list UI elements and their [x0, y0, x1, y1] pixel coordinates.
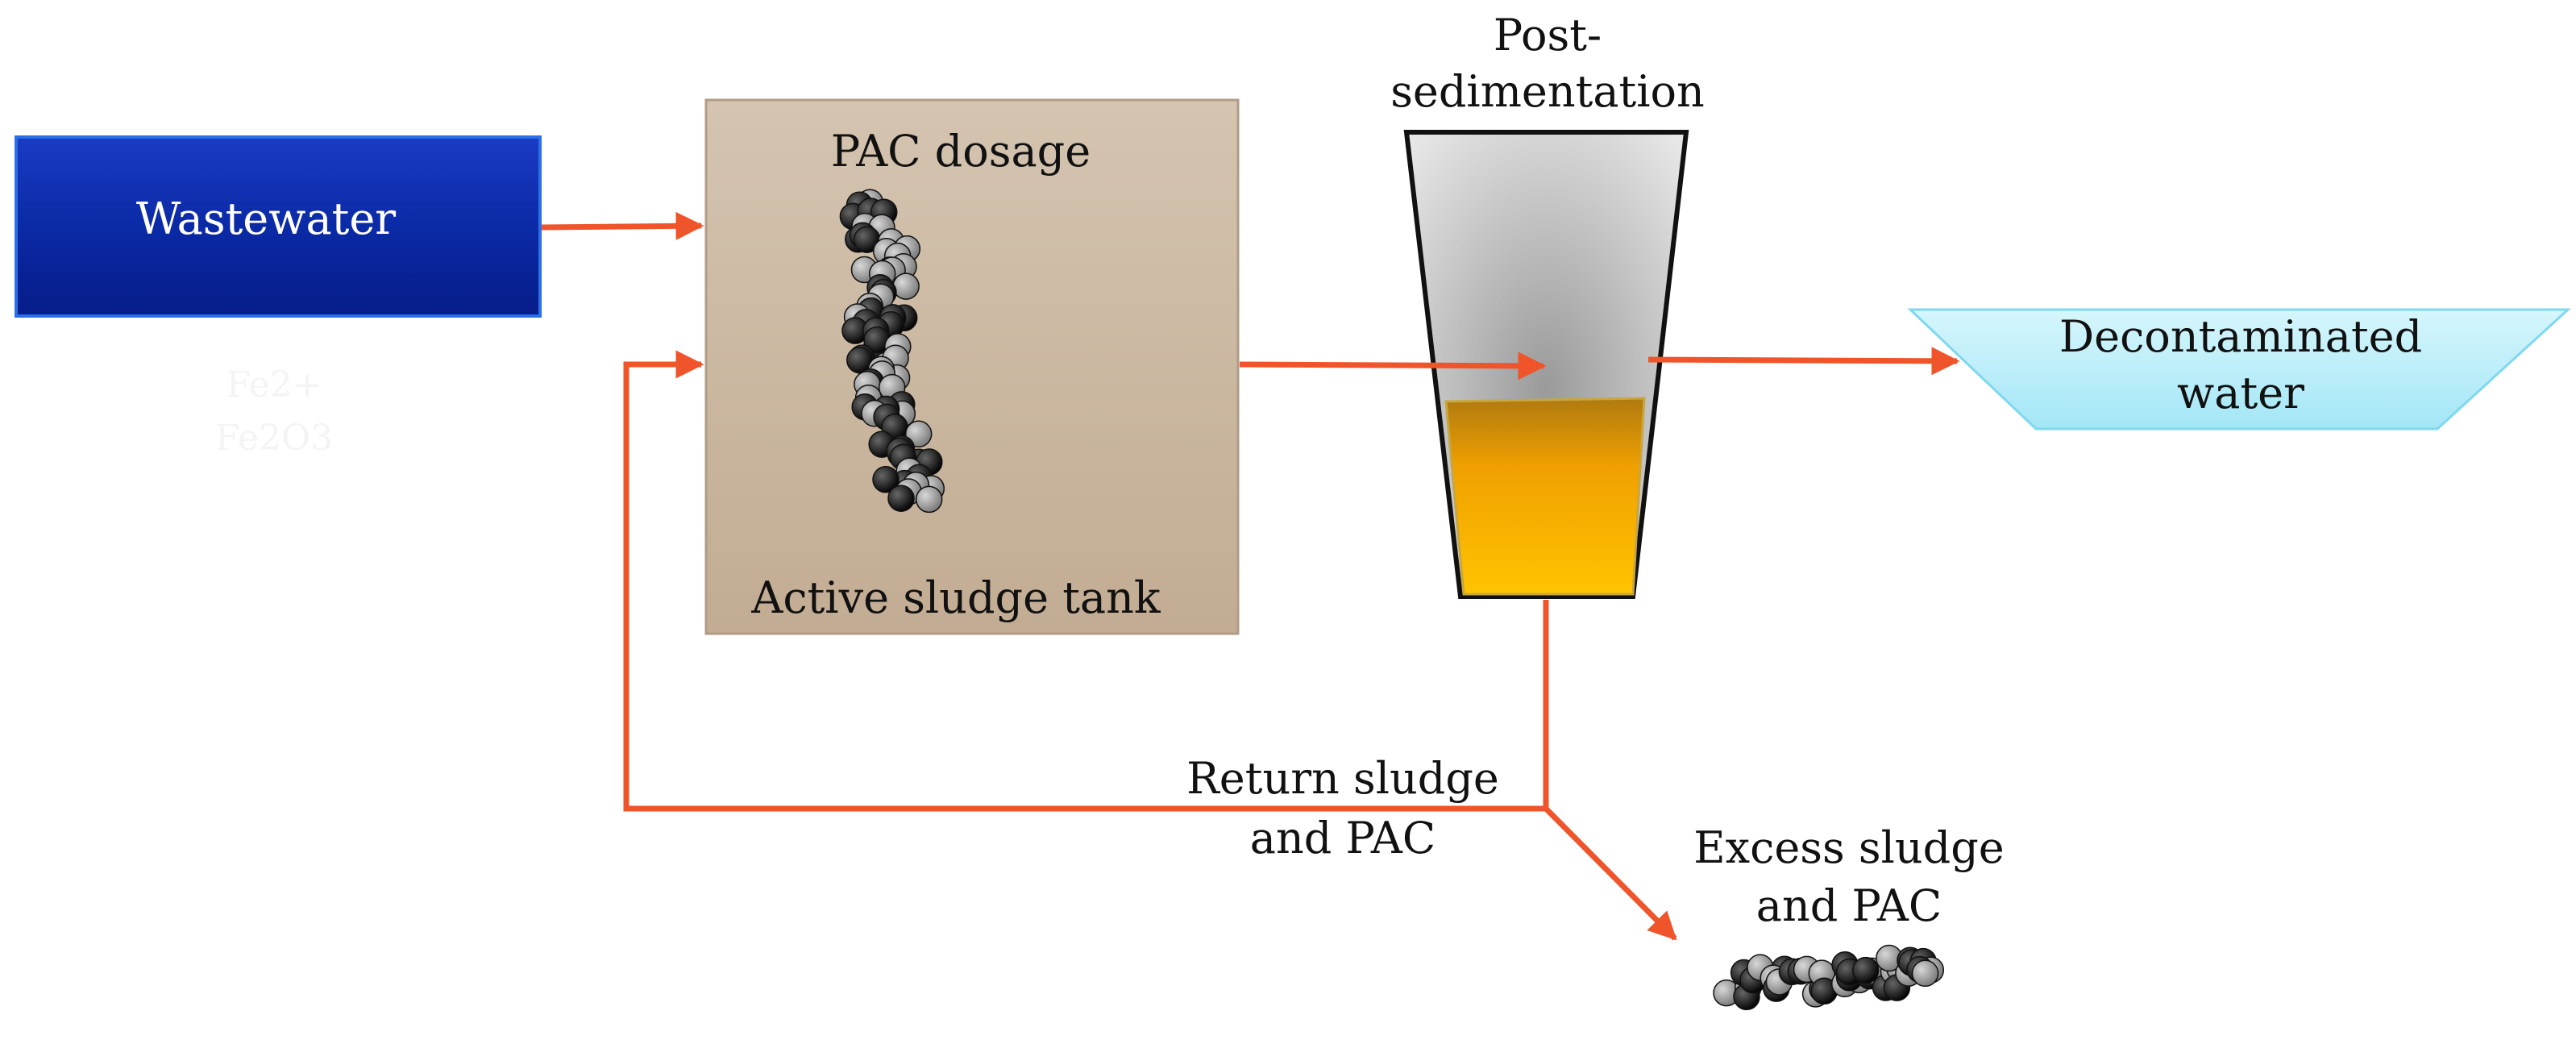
active-sludge-tank: PAC dosage Active sludge tank	[704, 98, 1240, 635]
pac-particle	[904, 420, 933, 448]
svg-text:Fe2+: Fe2+	[226, 364, 322, 406]
arrow-tank-to-sedimentation	[1239, 352, 1547, 381]
decontaminated-water-label-line2: water	[2177, 368, 2304, 418]
arrow-excess-sludge	[1544, 806, 1677, 941]
post-sedimentation-tank: Post- sedimentation	[1390, 10, 1705, 599]
svg-text:Fe2O3: Fe2O3	[215, 418, 333, 459]
return-sludge-label-line2: and PAC	[1250, 813, 1435, 863]
return-sludge-line	[623, 350, 1549, 812]
pac-particle	[887, 485, 915, 512]
arrow-sedimentation-to-water	[1647, 347, 1960, 376]
return-sludge-label-line1: Return sludge	[1186, 753, 1499, 804]
pac-particle	[1851, 956, 1880, 984]
arrow-wastewater-to-tank	[541, 211, 704, 240]
wastewater-box: Wastewater	[15, 135, 542, 318]
pac-particle	[872, 466, 900, 493]
excess-sludge-label-line2: and PAC	[1756, 880, 1942, 931]
pac-particle	[892, 272, 920, 300]
excess-sludge-label-line1: Excess sludge	[1693, 822, 2005, 873]
pac-particles-column	[839, 189, 945, 514]
excess-sludge: Excess sludge and PAC	[1693, 822, 2005, 1011]
post-sedimentation-label-line1: Post-	[1494, 10, 1602, 60]
pac-particle	[1911, 959, 1939, 988]
flow-lines	[541, 211, 1960, 941]
decontaminated-water-label-line1: Decontaminated	[2059, 311, 2422, 362]
return-sludge-label: Return sludge and PAC	[1186, 753, 1499, 863]
faint-background-text: Fe2+ Fe2O3	[215, 364, 333, 459]
pac-dosage-label: PAC dosage	[831, 126, 1091, 177]
post-sedimentation-label-line2: sedimentation	[1390, 66, 1705, 117]
pac-particles-pile	[1713, 944, 1945, 1011]
pac-particle	[915, 485, 943, 514]
decontaminated-water-basin: Decontaminated water	[1907, 308, 2571, 431]
active-sludge-tank-label: Active sludge tank	[750, 572, 1161, 623]
wastewater-label: Wastewater	[136, 193, 396, 244]
